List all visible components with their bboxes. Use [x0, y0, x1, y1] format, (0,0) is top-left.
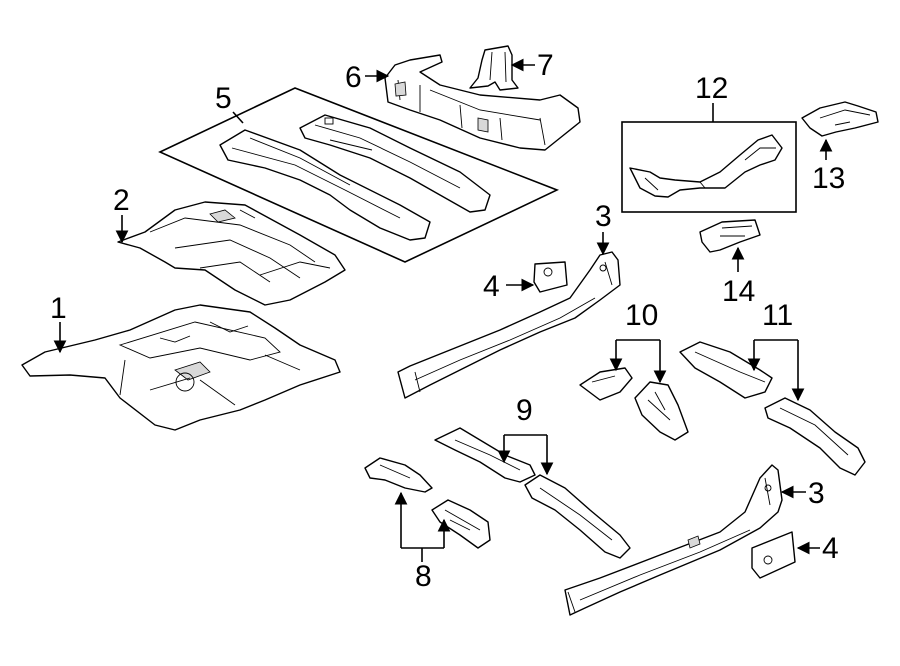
leader-5 [232, 111, 244, 124]
part-8-brackets [364, 457, 491, 549]
callout-4a: 4 [483, 270, 500, 303]
part-4-plate-upper [533, 261, 568, 293]
callout-11: 11 [762, 299, 793, 332]
part-5-box [158, 87, 560, 263]
callout-10: 10 [625, 299, 658, 332]
callout-2: 2 [113, 184, 130, 217]
part-12-box [621, 121, 797, 213]
callout-9: 9 [516, 394, 533, 427]
callout-14: 14 [722, 275, 755, 308]
part-6-crossmember [384, 54, 581, 151]
callout-5: 5 [215, 82, 232, 115]
part-10-brackets [579, 367, 689, 441]
part-14-plate [699, 219, 761, 253]
part-2-rear-floor-pan [117, 201, 346, 306]
part-7-bracket [469, 45, 519, 91]
part-3-rocker-lower [564, 464, 783, 616]
callout-4b: 4 [822, 532, 839, 565]
part-5-rails [219, 114, 491, 241]
part-9-rails [434, 427, 631, 559]
part-1-floor-pan [21, 304, 341, 431]
part-11-rails [679, 341, 866, 476]
callout-13: 13 [812, 162, 845, 195]
part-12-crossmember [629, 134, 783, 198]
part-13-bracket [801, 101, 879, 137]
part-4-plate-lower [751, 531, 796, 579]
callout-1: 1 [50, 292, 67, 325]
callout-7: 7 [537, 49, 554, 82]
callout-3a: 3 [595, 200, 612, 233]
part-3-rocker-upper [397, 251, 621, 399]
callout-6: 6 [345, 61, 362, 94]
callout-8: 8 [415, 560, 432, 593]
callout-3b: 3 [808, 477, 825, 510]
callout-12: 12 [695, 72, 728, 105]
